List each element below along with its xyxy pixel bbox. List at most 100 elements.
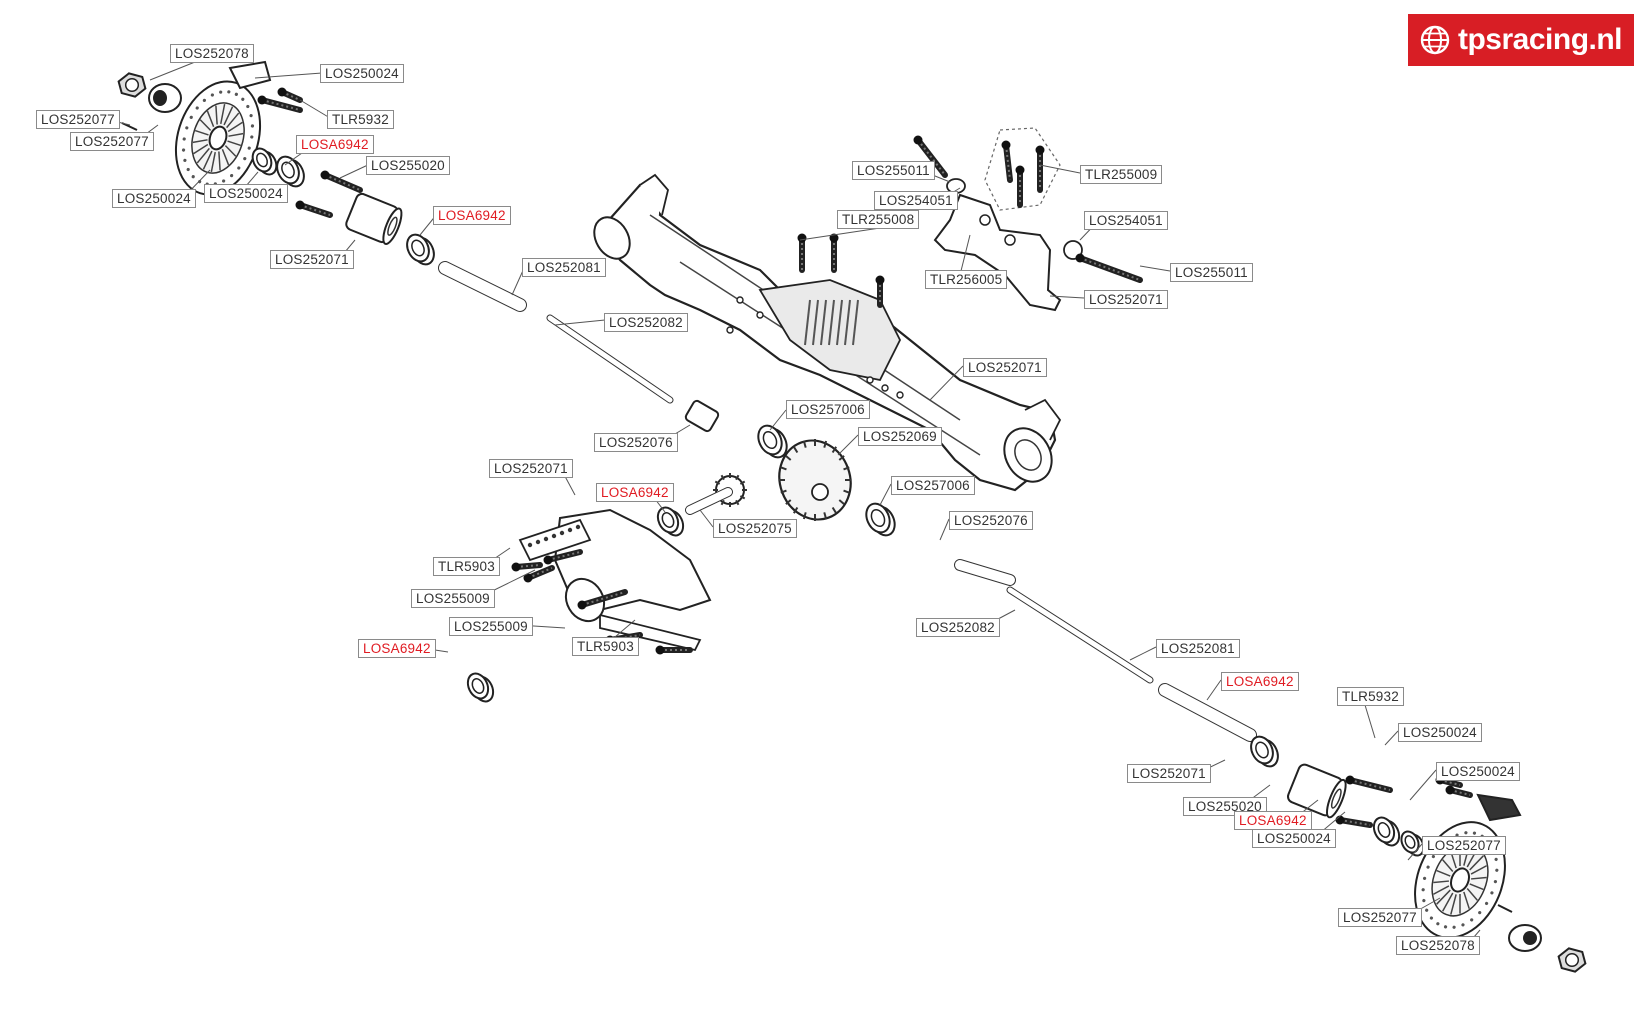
brake-disc-left-hole <box>182 137 186 141</box>
part-label: LOSA6942 <box>296 135 374 154</box>
driveshaft-left-fill <box>547 315 673 403</box>
screw-head <box>543 555 553 565</box>
screw <box>875 275 885 308</box>
screw <box>523 565 555 583</box>
brake-disc-right-hole <box>1490 891 1494 895</box>
brake-disc-left-spoke <box>194 129 209 136</box>
screw-head <box>277 87 287 97</box>
brake-disc-right-spoke <box>1436 889 1451 905</box>
brake-disc-left-spoke <box>220 103 226 125</box>
leader-line <box>554 319 606 326</box>
brake-disc-left-spoke <box>196 147 210 164</box>
diff-gear-hub <box>811 483 829 501</box>
screw-group-outline <box>984 127 1061 211</box>
part-label: LOS252081 <box>1156 639 1240 658</box>
screw-thread <box>1079 257 1141 281</box>
housing-hole <box>881 384 889 392</box>
part-label: TLR5932 <box>1337 687 1404 706</box>
mount-hole <box>1004 234 1016 246</box>
leader-line <box>699 509 714 528</box>
screw-thread <box>299 204 331 216</box>
screw-thread <box>324 174 361 191</box>
leader-line <box>614 619 636 638</box>
part-label: LOS255009 <box>449 617 533 636</box>
link-hole <box>527 542 533 548</box>
hub-carrier-left-bore <box>387 216 398 236</box>
brake-disc-right-spoke <box>1442 859 1454 873</box>
screw <box>797 233 807 273</box>
brake-disc-right-spoke <box>1450 894 1457 915</box>
housing-rib <box>836 299 843 346</box>
part-label: LOS254051 <box>1084 211 1168 230</box>
leader-line <box>939 518 950 541</box>
part-label: TLR5903 <box>572 637 639 656</box>
brake-disc-right-hole <box>1425 908 1429 912</box>
housing-hole <box>896 391 904 399</box>
hex-nut-left <box>117 72 147 98</box>
diff-gear <box>778 439 852 521</box>
caliper-left <box>228 60 272 90</box>
leader-line <box>284 152 303 166</box>
brake-disc-right-hole <box>1493 880 1498 884</box>
bearing-right-bore <box>1377 822 1391 838</box>
cup-left <box>684 399 720 433</box>
brake-disc-right-spoke <box>1459 894 1461 914</box>
part-label: LOSA6942 <box>433 206 511 225</box>
brake-disc-right-spoke <box>1463 891 1470 909</box>
screw-head <box>797 233 807 243</box>
screw-head <box>1001 140 1011 150</box>
diff-gear-tooth <box>802 440 807 448</box>
hex-nut-right <box>1557 947 1587 973</box>
bearing-center-right <box>865 502 896 537</box>
part-label: TLR256005 <box>925 270 1008 289</box>
hub-carrier-right-bore <box>1330 788 1342 809</box>
brake-disc-left-hole <box>181 148 186 152</box>
bearing-right <box>1372 816 1401 847</box>
gearbox-link <box>599 613 702 652</box>
diff-gear-tooth <box>823 512 828 520</box>
outdrive-right-2-fill <box>1159 684 1256 741</box>
brake-disc-right-spoke <box>1469 883 1484 891</box>
brake-disc-left-spoke <box>228 132 244 137</box>
diff-gear-tooth <box>843 489 850 494</box>
brand-logo[interactable]: tpsracing.nl <box>1408 14 1634 66</box>
link-hole <box>551 533 557 539</box>
brake-disc-left <box>174 80 262 196</box>
brake-disc-left-hole <box>210 93 214 97</box>
hub-left-nose <box>153 90 167 106</box>
screw-head <box>875 275 885 285</box>
axle-tube-bore-right <box>1014 439 1042 471</box>
hub-right <box>1508 924 1542 952</box>
brake-disc-right-hole <box>1470 918 1474 922</box>
brake-disc-right-spoke <box>1433 880 1450 884</box>
screw <box>1001 140 1013 183</box>
brake-disc-left-hole <box>250 135 254 139</box>
brake-disc-right-hole <box>1436 922 1440 926</box>
brake-disc-right-hole <box>1443 925 1448 929</box>
brake-disc-left-spoke <box>215 105 218 125</box>
leader-line <box>1364 704 1376 739</box>
part-label: LOS250024 <box>112 189 196 208</box>
brake-disc-right-spoke <box>1469 855 1484 871</box>
hub-carrier-left <box>345 192 403 246</box>
brake-disc-left-spoke <box>227 140 242 147</box>
screw-head <box>913 135 923 145</box>
outdrive-left-fill <box>439 262 526 311</box>
screw-head <box>829 233 839 243</box>
part-label: LOS252077 <box>1422 836 1506 855</box>
bearing-right <box>1250 735 1279 768</box>
brake-disc-right-hole <box>1426 865 1430 869</box>
brake-disc-right-hole <box>1484 901 1489 906</box>
diff-gear-tooth <box>785 499 792 505</box>
screw-head <box>320 170 330 180</box>
screw-thread <box>917 139 946 176</box>
outdrive-right-2 <box>1158 683 1257 742</box>
outdrive-right <box>954 559 1016 586</box>
part-label: LOS252071 <box>1084 290 1168 309</box>
brake-disc-right-hole <box>1422 876 1427 880</box>
housing-rib <box>852 299 859 346</box>
pinion-shaft <box>685 487 733 515</box>
part-label: LOS252071 <box>270 250 354 269</box>
screw-thread <box>515 564 541 568</box>
part-label: LOS252078 <box>170 44 254 63</box>
